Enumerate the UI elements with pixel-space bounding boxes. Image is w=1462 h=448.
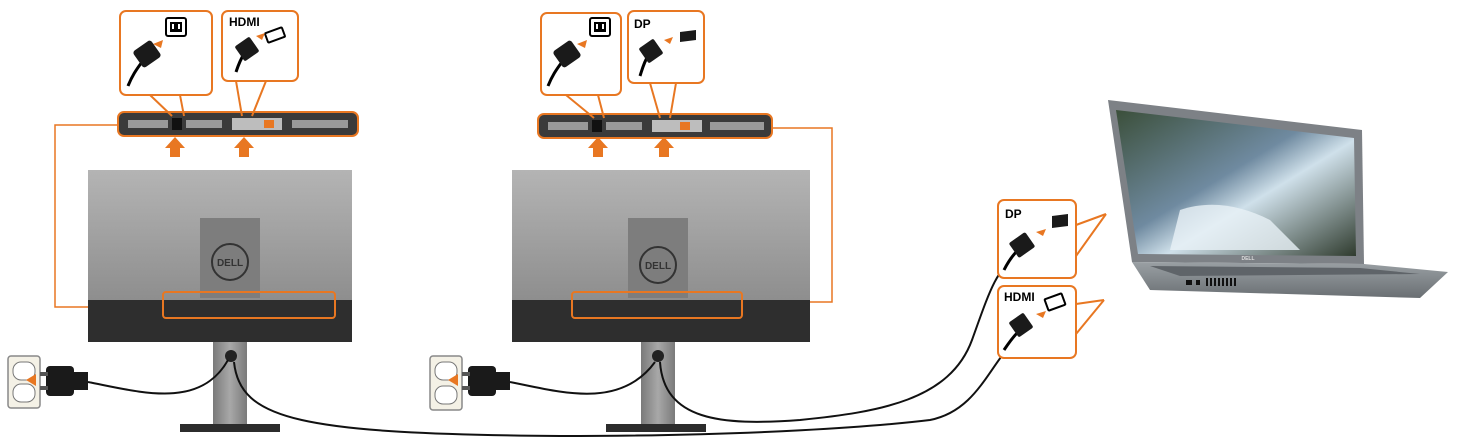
monitor-2-link-frame: [772, 127, 833, 303]
monitor-2: DELL: [429, 10, 833, 432]
iec-power-connector-icon: [165, 17, 187, 37]
monitor-2-bottom-bezel: [512, 300, 810, 342]
monitor-1-power-cable: [87, 359, 229, 395]
monitor-1-cable-hole: [225, 350, 237, 362]
dp-label: DP: [634, 17, 651, 31]
monitor-1-link-frame: [54, 124, 118, 308]
iec-power-connector-icon: [589, 17, 611, 37]
monitor-2-stand-mount: [628, 218, 688, 298]
monitor-1-brand: DELL: [217, 258, 243, 269]
displayport-port-icon: [680, 30, 696, 42]
laptop-hdmi-callout: HDMI: [997, 285, 1105, 359]
monitor-1-stand-mount: [200, 218, 260, 298]
monitor-1-stand-base: [180, 424, 280, 432]
monitor-1-dell-logo: [211, 243, 249, 281]
laptop-screen: [1116, 110, 1356, 256]
monitor-2-power-cable: [509, 361, 656, 395]
laptop-brand: DELL: [1241, 256, 1254, 262]
hdmi-label: HDMI: [229, 15, 260, 29]
monitor-2-stand-base: [606, 424, 706, 432]
monitor-1-bottom-bezel: [88, 300, 352, 342]
monitor-2-arrows: [588, 137, 674, 157]
laptop: DELL: [1108, 100, 1448, 298]
monitor-2-port-highlight: [571, 291, 743, 319]
laptop-hdmi-label: HDMI: [1004, 290, 1035, 304]
monitor-1: DELL: [7, 10, 359, 432]
monitor-1-arrows: [165, 137, 254, 157]
monitor-1-power-callout: [119, 10, 213, 117]
monitor-1-wall-outlet: [7, 355, 88, 409]
monitor-2-brand: DELL: [645, 261, 671, 272]
displayport-port-icon: [1052, 214, 1068, 228]
monitor-2-dell-logo: [639, 246, 677, 284]
dp-cable: [659, 257, 1017, 423]
monitor-2-video-callout: DP: [627, 10, 705, 119]
laptop-keyboard-deck: [1150, 266, 1420, 276]
laptop-dp-callout: DP: [997, 199, 1107, 279]
hdmi-port-icon: [264, 26, 286, 44]
cables: [87, 257, 1021, 438]
monitor-2-wall-outlet: [429, 355, 510, 411]
monitor-1-port-highlight: [162, 291, 336, 319]
hdmi-cable: [233, 335, 1021, 438]
monitor-2-cable-hole: [652, 350, 664, 362]
laptop-side-ports: [1186, 278, 1236, 286]
laptop-dp-label: DP: [1005, 207, 1022, 221]
monitor-2-power-callout: [540, 12, 622, 119]
monitor-1-video-callout: HDMI: [221, 10, 299, 117]
hdmi-port-icon: [1043, 292, 1067, 312]
